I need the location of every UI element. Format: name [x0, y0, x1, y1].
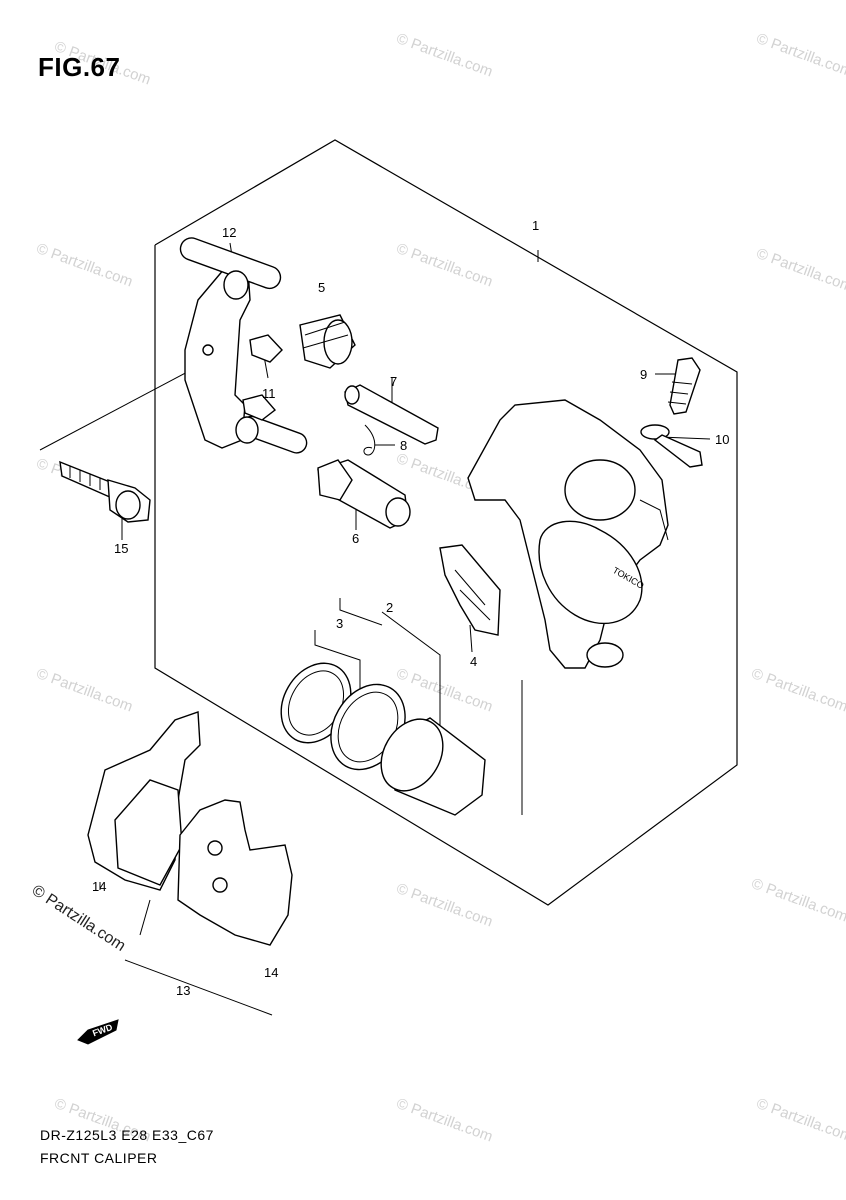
- pad-spring-plate: [439, 544, 501, 636]
- model-code: DR-Z125L3 E28 E33_C67: [40, 1127, 214, 1143]
- callout-label: 2: [386, 600, 393, 615]
- diagram-name: FRCNT CALIPER: [40, 1150, 158, 1166]
- callout-label: 9: [640, 367, 647, 382]
- piston: [380, 717, 486, 816]
- caliper-bracket: [179, 237, 308, 454]
- callout-label: 8: [400, 438, 407, 453]
- callout-labels: 1 2 3 4 5 6 7 8 9 10 11 12 13 14 14 15: [92, 218, 729, 998]
- assembly-boundary: [154, 139, 738, 906]
- bleeder-valve: [667, 357, 701, 415]
- callout-label: 1: [532, 218, 539, 233]
- callout-label: 14: [92, 879, 106, 894]
- front-arrow-icon: FWD: [77, 1019, 119, 1045]
- pad-pin: [344, 384, 439, 445]
- callout-label: 7: [390, 374, 397, 389]
- figure-title: FIG.67: [38, 52, 121, 82]
- callout-label: 15: [114, 541, 128, 556]
- caliper-bolt: [59, 460, 151, 523]
- caliper-body: TOKICO: [467, 399, 669, 669]
- pin-clip: [363, 424, 376, 456]
- sliding-pin: [317, 459, 411, 529]
- pad-spring: [242, 334, 283, 421]
- callout-label: 13: [176, 983, 190, 998]
- callout-label: 5: [318, 280, 325, 295]
- boot: [299, 314, 356, 369]
- callout-label: 11: [262, 386, 276, 401]
- callout-label: 4: [470, 654, 477, 669]
- brake-pad-right: [177, 799, 293, 946]
- brake-pad-left: [87, 711, 201, 891]
- callout-label: 12: [222, 225, 236, 240]
- bleeder-cap: [640, 424, 703, 468]
- callout-label: 10: [715, 432, 729, 447]
- callout-label: 14: [264, 965, 278, 980]
- leader-lines: [39, 242, 711, 1016]
- callout-label: 3: [336, 616, 343, 631]
- callout-label: 6: [352, 531, 359, 546]
